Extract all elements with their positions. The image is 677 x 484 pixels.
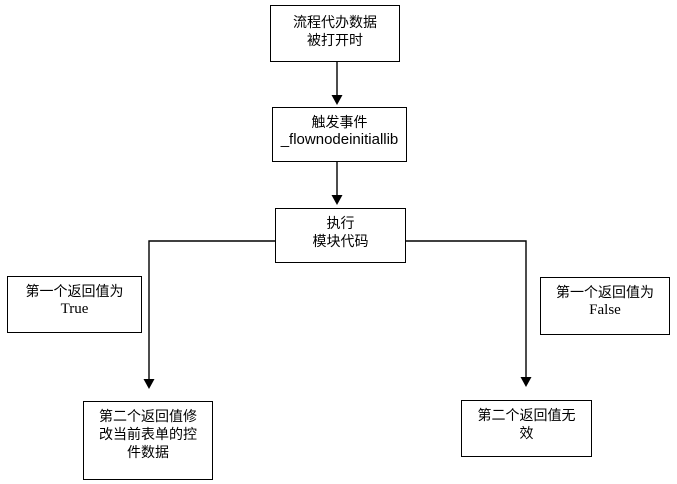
node-invalid-result: 第二个返回值无 效 xyxy=(461,400,592,457)
node-trigger-event-name: _flownodeinitiallib xyxy=(280,131,399,148)
arrowhead-open-trigger xyxy=(331,95,343,105)
node-execute: 执行 模块代码 xyxy=(275,208,406,263)
connector-execute-invalid xyxy=(406,240,527,378)
node-invalid-line: 效 xyxy=(519,425,534,441)
connector-execute-modify xyxy=(148,240,275,380)
node-invalid-line: 第二个返回值无 xyxy=(477,407,576,423)
node-trigger-line: 触发事件 xyxy=(311,114,368,130)
condition-false-line: 第一个返回值为 xyxy=(556,284,654,300)
node-modify-line: 第二个返回值修 xyxy=(99,408,197,424)
node-execute-line: 模块代码 xyxy=(312,233,369,249)
node-open-line: 被打开时 xyxy=(307,32,363,48)
node-condition-true: 第一个返回值为 True xyxy=(7,276,142,333)
node-execute-line: 执行 xyxy=(326,215,355,231)
arrowhead-execute-invalid xyxy=(520,377,532,387)
arrowhead-execute-modify xyxy=(143,379,155,389)
node-open-line: 流程代办数据 xyxy=(293,14,377,30)
condition-true-line: 第一个返回值为 xyxy=(25,283,124,299)
node-modify-result: 第二个返回值修 改当前表单的控 件数据 xyxy=(83,401,213,480)
node-open: 流程代办数据 被打开时 xyxy=(270,5,400,62)
arrowhead-trigger-execute xyxy=(331,195,343,205)
node-condition-false: 第一个返回值为 False xyxy=(540,277,670,335)
condition-false-value: False xyxy=(589,302,621,318)
condition-true-value: True xyxy=(60,301,89,317)
node-trigger: 触发事件 _flownodeinitiallib xyxy=(272,107,407,162)
node-modify-line: 改当前表单的控 xyxy=(99,426,197,442)
node-modify-line: 件数据 xyxy=(127,444,169,460)
